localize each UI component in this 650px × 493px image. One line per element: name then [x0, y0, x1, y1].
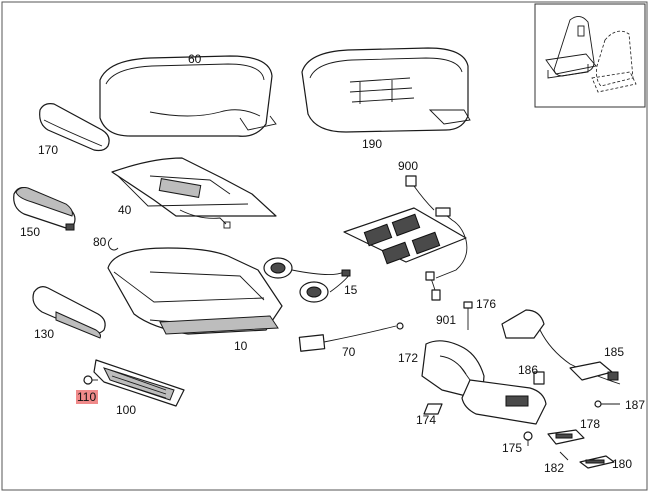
callout-182: 182: [544, 461, 564, 475]
callout-130: 130: [34, 327, 54, 341]
callout-185: 185: [604, 345, 624, 359]
callout-170: 170: [38, 143, 58, 157]
part-187-switch-housing[interactable]: [459, 365, 547, 425]
callout-187: 187: [625, 398, 645, 412]
part-176-screw-head: [463, 301, 473, 309]
part-185-cable-harness[interactable]: [501, 309, 621, 385]
part-170-side-bolster[interactable]: [39, 103, 110, 152]
callout-150: 150: [20, 225, 40, 239]
part-186-connector[interactable]: [533, 371, 545, 385]
callout-110: 110: [77, 390, 96, 404]
callout-80: 80: [93, 235, 107, 249]
callout-40: 40: [118, 203, 132, 217]
part-80-clip[interactable]: [107, 237, 119, 251]
part-901-wiring[interactable]: [425, 271, 441, 301]
callout-175: 175: [502, 441, 522, 455]
part-100-heating-mat[interactable]: [93, 359, 185, 407]
callout-10: 10: [234, 339, 248, 353]
part-10-seat-cushion[interactable]: [107, 247, 283, 335]
part-15-speakers[interactable]: [263, 257, 351, 303]
part-110-bolt[interactable]: [83, 375, 98, 385]
callout-180: 180: [612, 457, 632, 471]
part-130-side-pad[interactable]: [32, 286, 106, 339]
part-40-cushion-frame[interactable]: [111, 157, 277, 229]
part-150-bolster-pad[interactable]: [13, 187, 76, 231]
highlight-110: [76, 390, 98, 404]
part-187-screw[interactable]: [594, 400, 620, 408]
callout-labels: 60 190 170 900 40 150 80 15 130 10 176 9…: [20, 52, 645, 475]
callout-178: 178: [580, 417, 600, 431]
callout-172: 172: [398, 351, 418, 365]
part-180-cover[interactable]: [579, 455, 615, 469]
callout-100: 100: [116, 403, 136, 417]
callout-901: 901: [436, 313, 456, 327]
part-190-seat-cushion-cover[interactable]: [301, 47, 471, 133]
callout-176: 176: [476, 297, 496, 311]
callout-900: 900: [398, 159, 418, 173]
part-70-cable[interactable]: [298, 322, 404, 352]
callout-15: 15: [344, 283, 358, 297]
callout-186: 186: [518, 363, 538, 377]
callout-60: 60: [188, 52, 202, 66]
part-60-seat-cushion-cover[interactable]: [99, 55, 277, 137]
part-174-clip[interactable]: [423, 403, 443, 415]
part-178-switch[interactable]: [547, 429, 585, 445]
callout-190: 190: [362, 137, 382, 151]
part-175-plug[interactable]: [523, 431, 533, 446]
part-182-screw[interactable]: [559, 451, 569, 461]
callout-70: 70: [342, 345, 356, 359]
part-900-pneumatic-unit[interactable]: [343, 175, 468, 279]
callout-174: 174: [416, 413, 436, 427]
seat-overview-inset: [534, 3, 646, 108]
